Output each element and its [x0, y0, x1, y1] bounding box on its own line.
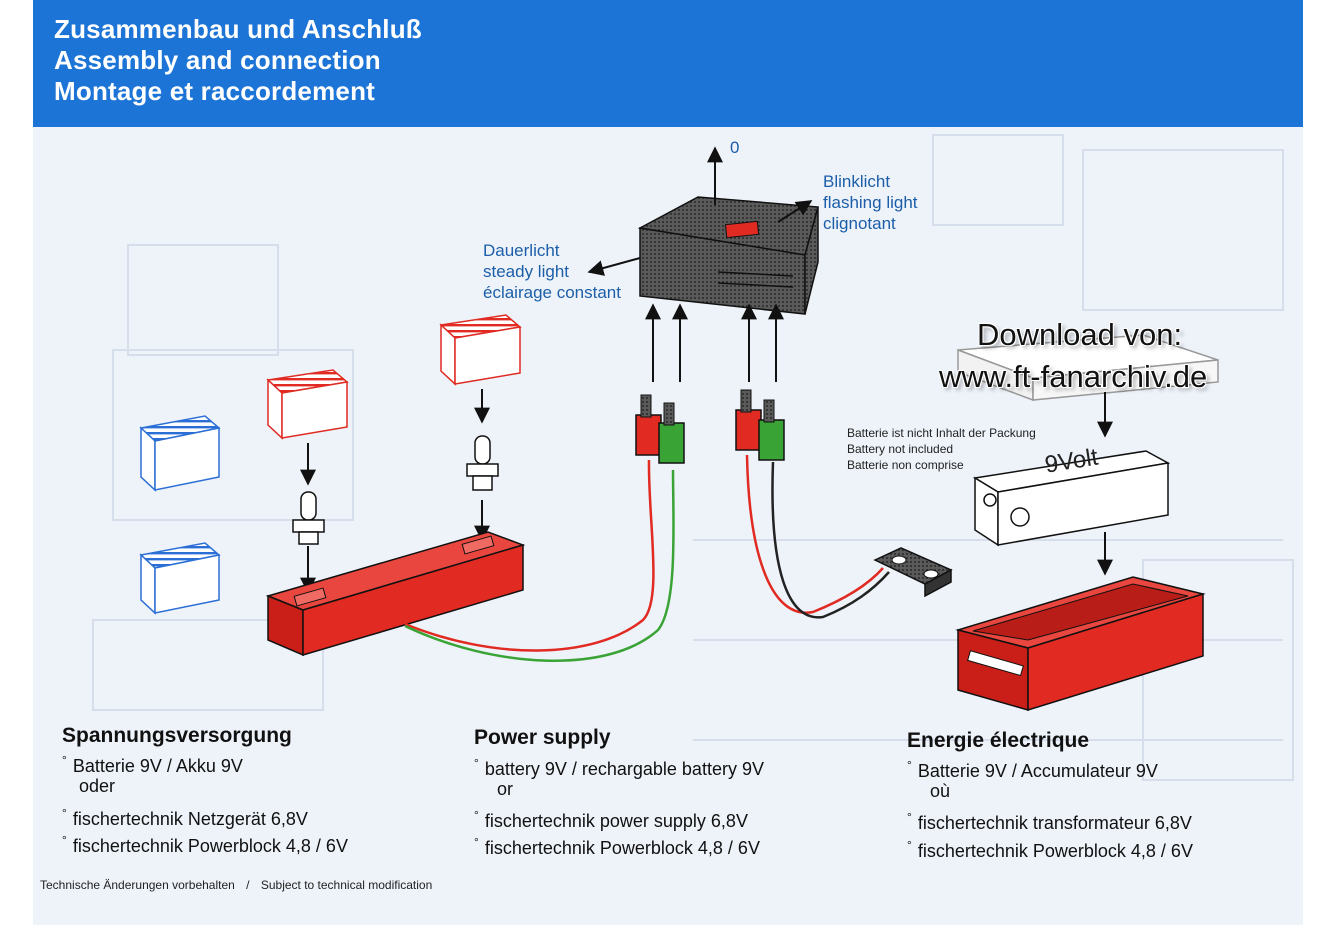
mode-switch	[724, 220, 760, 239]
column-french-item-1-text: Batterie 9V / Accumulateur 9V	[917, 761, 1158, 781]
steady-light-fr: éclairage constant	[483, 283, 621, 302]
column-english-item-1: °battery 9V / rechargable battery 9V	[474, 756, 764, 779]
battery-note-de: Batterie ist nicht Inhalt der Packung	[847, 426, 1036, 440]
blue-light-cap-2	[139, 542, 221, 615]
flashing-light-en: flashing light	[823, 193, 918, 212]
red-light-cap-2	[439, 314, 522, 386]
column-english-or: or	[497, 779, 514, 799]
red-light-cap-1	[266, 369, 349, 440]
column-german-item-2: °fischertechnik Netzgerät 6,8V	[62, 806, 308, 829]
battery-box-lid	[957, 334, 1219, 402]
footnote-english: Subject to technical modification	[260, 878, 433, 892]
plug-red-left	[635, 394, 662, 456]
wire-black-right	[771, 461, 890, 619]
battery-clip	[873, 547, 953, 598]
upward-label: 0	[730, 138, 740, 157]
battery-note-fr: Batterie non comprise	[847, 458, 964, 472]
title-english: Assembly and connection	[54, 45, 381, 75]
battery-note: Batterie ist nicht Inhalt der Packung Ba…	[847, 425, 1036, 473]
battery-9v	[972, 450, 1171, 547]
plug-green-left	[658, 402, 685, 464]
column-english-item-3: °fischertechnik Powerblock 4,8 / 6V	[474, 835, 760, 858]
header-banner: Zusammenbau und Anschluß Assembly and co…	[33, 0, 1303, 127]
bulb-1	[292, 491, 325, 545]
flashing-light-fr: clignotant	[823, 214, 896, 233]
column-french-item-2: °fischertechnik transformateur 6,8V	[907, 810, 1192, 833]
bulb-2	[466, 435, 499, 491]
battery-note-en: Battery not included	[847, 442, 954, 456]
column-german-item-3-text: fischertechnik Powerblock 4,8 / 6V	[72, 836, 348, 856]
footnote-german: Technische Änderungen vorbehalten	[40, 878, 235, 892]
column-french-item-3-text: fischertechnik Powerblock 4,8 / 6V	[917, 841, 1193, 861]
flashing-light-de: Blinklicht	[823, 172, 891, 191]
footnote: Technische Änderungen vorbehalten / Subj…	[40, 878, 432, 892]
steady-light-de: Dauerlicht	[483, 241, 560, 260]
column-english-title: Power supply	[474, 726, 611, 749]
watermark-line-2: www.ft-fanarchiv.de	[939, 359, 1208, 394]
steady-light-label: Dauerlicht steady light éclairage consta…	[483, 240, 621, 303]
flasher-module	[637, 196, 819, 315]
red-building-bar	[265, 531, 526, 657]
title-german: Zusammenbau und Anschluß	[54, 14, 422, 44]
blue-light-cap-1	[139, 415, 221, 492]
column-german-item-3: °fischertechnik Powerblock 4,8 / 6V	[62, 833, 348, 856]
battery-tray	[955, 576, 1206, 712]
column-german-item-2-text: fischertechnik Netzgerät 6,8V	[72, 809, 308, 829]
column-german-or: oder	[79, 776, 116, 796]
wire-red-left	[404, 459, 655, 652]
column-french-or: où	[930, 781, 951, 801]
manual-page: Zusammenbau und Anschluß Assembly and co…	[33, 0, 1303, 925]
arrow-flashing	[777, 200, 813, 223]
plug-red-right	[735, 389, 762, 451]
column-english-item-2: °fischertechnik power supply 6,8V	[474, 808, 748, 831]
column-english-item-2-text: fischertechnik power supply 6,8V	[484, 811, 748, 831]
wire-red-right	[745, 454, 884, 614]
column-french-item-1: °Batterie 9V / Accumulateur 9V	[907, 758, 1158, 781]
column-french-item-2-text: fischertechnik transformateur 6,8V	[917, 813, 1192, 833]
assembly-diagram	[92, 134, 1294, 781]
arrow-steady	[587, 257, 641, 276]
column-english-item-1-text: battery 9V / rechargable battery 9V	[484, 759, 764, 779]
steady-light-en: steady light	[483, 262, 569, 281]
column-german-item-1: °Batterie 9V / Akku 9V	[62, 753, 243, 776]
column-french-item-3: °fischertechnik Powerblock 4,8 / 6V	[907, 838, 1193, 861]
column-german-title: Spannungsversorgung	[62, 724, 292, 747]
column-english-item-3-text: fischertechnik Powerblock 4,8 / 6V	[484, 838, 760, 858]
column-french-title: Energie électrique	[907, 729, 1090, 752]
plug-green-right	[758, 399, 785, 461]
watermark-line-1: Download von:	[977, 317, 1183, 352]
flashing-light-label: Blinklicht flashing light clignotant	[823, 171, 918, 234]
column-german-item-1-text: Batterie 9V / Akku 9V	[72, 756, 243, 776]
footnote-separator: /	[246, 878, 250, 892]
title-french: Montage et raccordement	[54, 76, 376, 106]
wire-green-left	[404, 469, 675, 663]
